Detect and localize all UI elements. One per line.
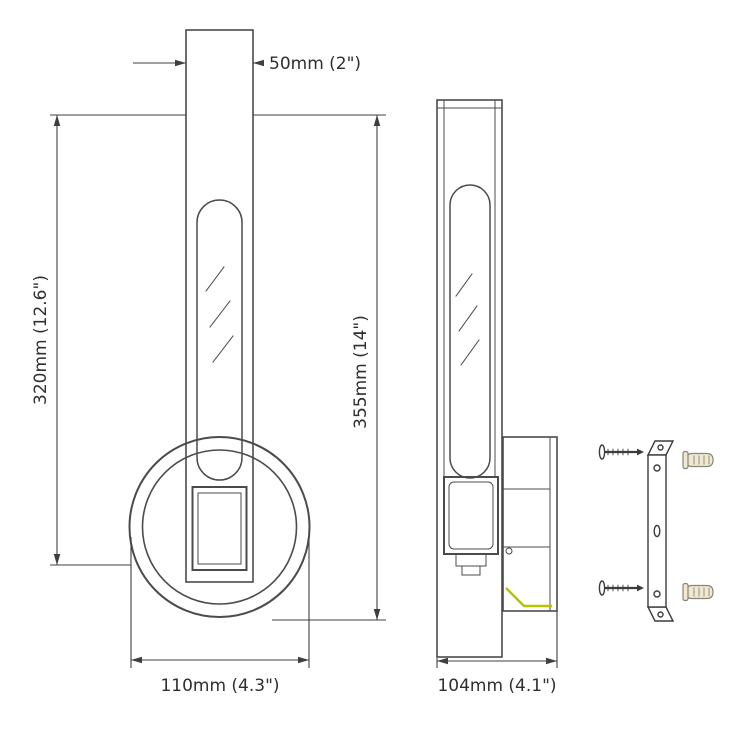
- dim-label-height-inner: 320mm (12.6"): [31, 275, 51, 405]
- clamp-foot: [461, 565, 481, 576]
- bracket-bottom-tab: [646, 606, 675, 622]
- bracket-screw-hole-bottom: [653, 590, 661, 598]
- driver-housing-inner-side: [448, 481, 494, 550]
- arrowhead: [298, 656, 309, 664]
- dimension-width-top: 50mm (2"): [133, 54, 361, 74]
- ground-wire: [505, 587, 552, 608]
- arrowhead: [131, 656, 142, 664]
- ring-inner-circle: [141, 449, 298, 605]
- arrowhead: [53, 554, 61, 565]
- mounting-hardware: [598, 440, 714, 622]
- mounting-screw-bottom: [598, 580, 644, 596]
- dim-label-width-bottom: 110mm (4.3"): [160, 676, 279, 696]
- ring-outer-circle: [128, 436, 311, 618]
- dim-label-depth-bottom: 104mm (4.1"): [437, 676, 556, 696]
- bracket-center-slot: [653, 524, 661, 538]
- arrowhead: [53, 115, 61, 126]
- arrowhead: [373, 609, 381, 620]
- bracket-top-tab: [646, 440, 675, 456]
- glass-diffuser-side: [449, 184, 491, 479]
- dimension-depth-bottom: 104mm (4.1"): [436, 611, 558, 696]
- bracket-screw-hole-top: [653, 464, 661, 472]
- arrowhead: [175, 59, 186, 67]
- mount-screw-detail: [505, 547, 513, 555]
- bracket-plate: [647, 454, 667, 608]
- driver-housing-front: [191, 486, 248, 571]
- front-view: [128, 29, 311, 618]
- glass-hatch-marks-front: [205, 266, 234, 363]
- dim-label-width-top: 50mm (2"): [269, 54, 361, 74]
- arrowhead: [546, 657, 557, 665]
- side-view: [436, 99, 558, 658]
- bracket-bottom-hole: [657, 611, 664, 618]
- mounting-screw-top: [598, 444, 644, 460]
- glass-diffuser-front: [196, 199, 243, 481]
- dim-label-height-overall: 355mm (14"): [351, 315, 371, 429]
- wall-anchor-top: [682, 450, 714, 470]
- driver-housing-inner-front: [197, 492, 242, 565]
- arrowhead: [373, 115, 381, 126]
- arrowhead: [437, 657, 448, 665]
- driver-housing-side: [443, 476, 499, 555]
- fixture-bar-side: [436, 99, 503, 658]
- dimension-width-bottom: 110mm (4.3"): [130, 537, 310, 696]
- fixture-bar-front: [185, 29, 254, 583]
- dimension-height-overall: 355mm (14"): [253, 114, 386, 621]
- glass-hatch-marks-side: [455, 273, 480, 366]
- dimension-height-inner: 320mm (12.6"): [31, 114, 186, 566]
- wall-plate-side: [502, 436, 558, 612]
- wall-anchor-bottom: [682, 582, 714, 602]
- clamp-bracket: [455, 553, 487, 567]
- bracket-top-hole: [657, 444, 664, 451]
- arrowhead: [253, 59, 264, 67]
